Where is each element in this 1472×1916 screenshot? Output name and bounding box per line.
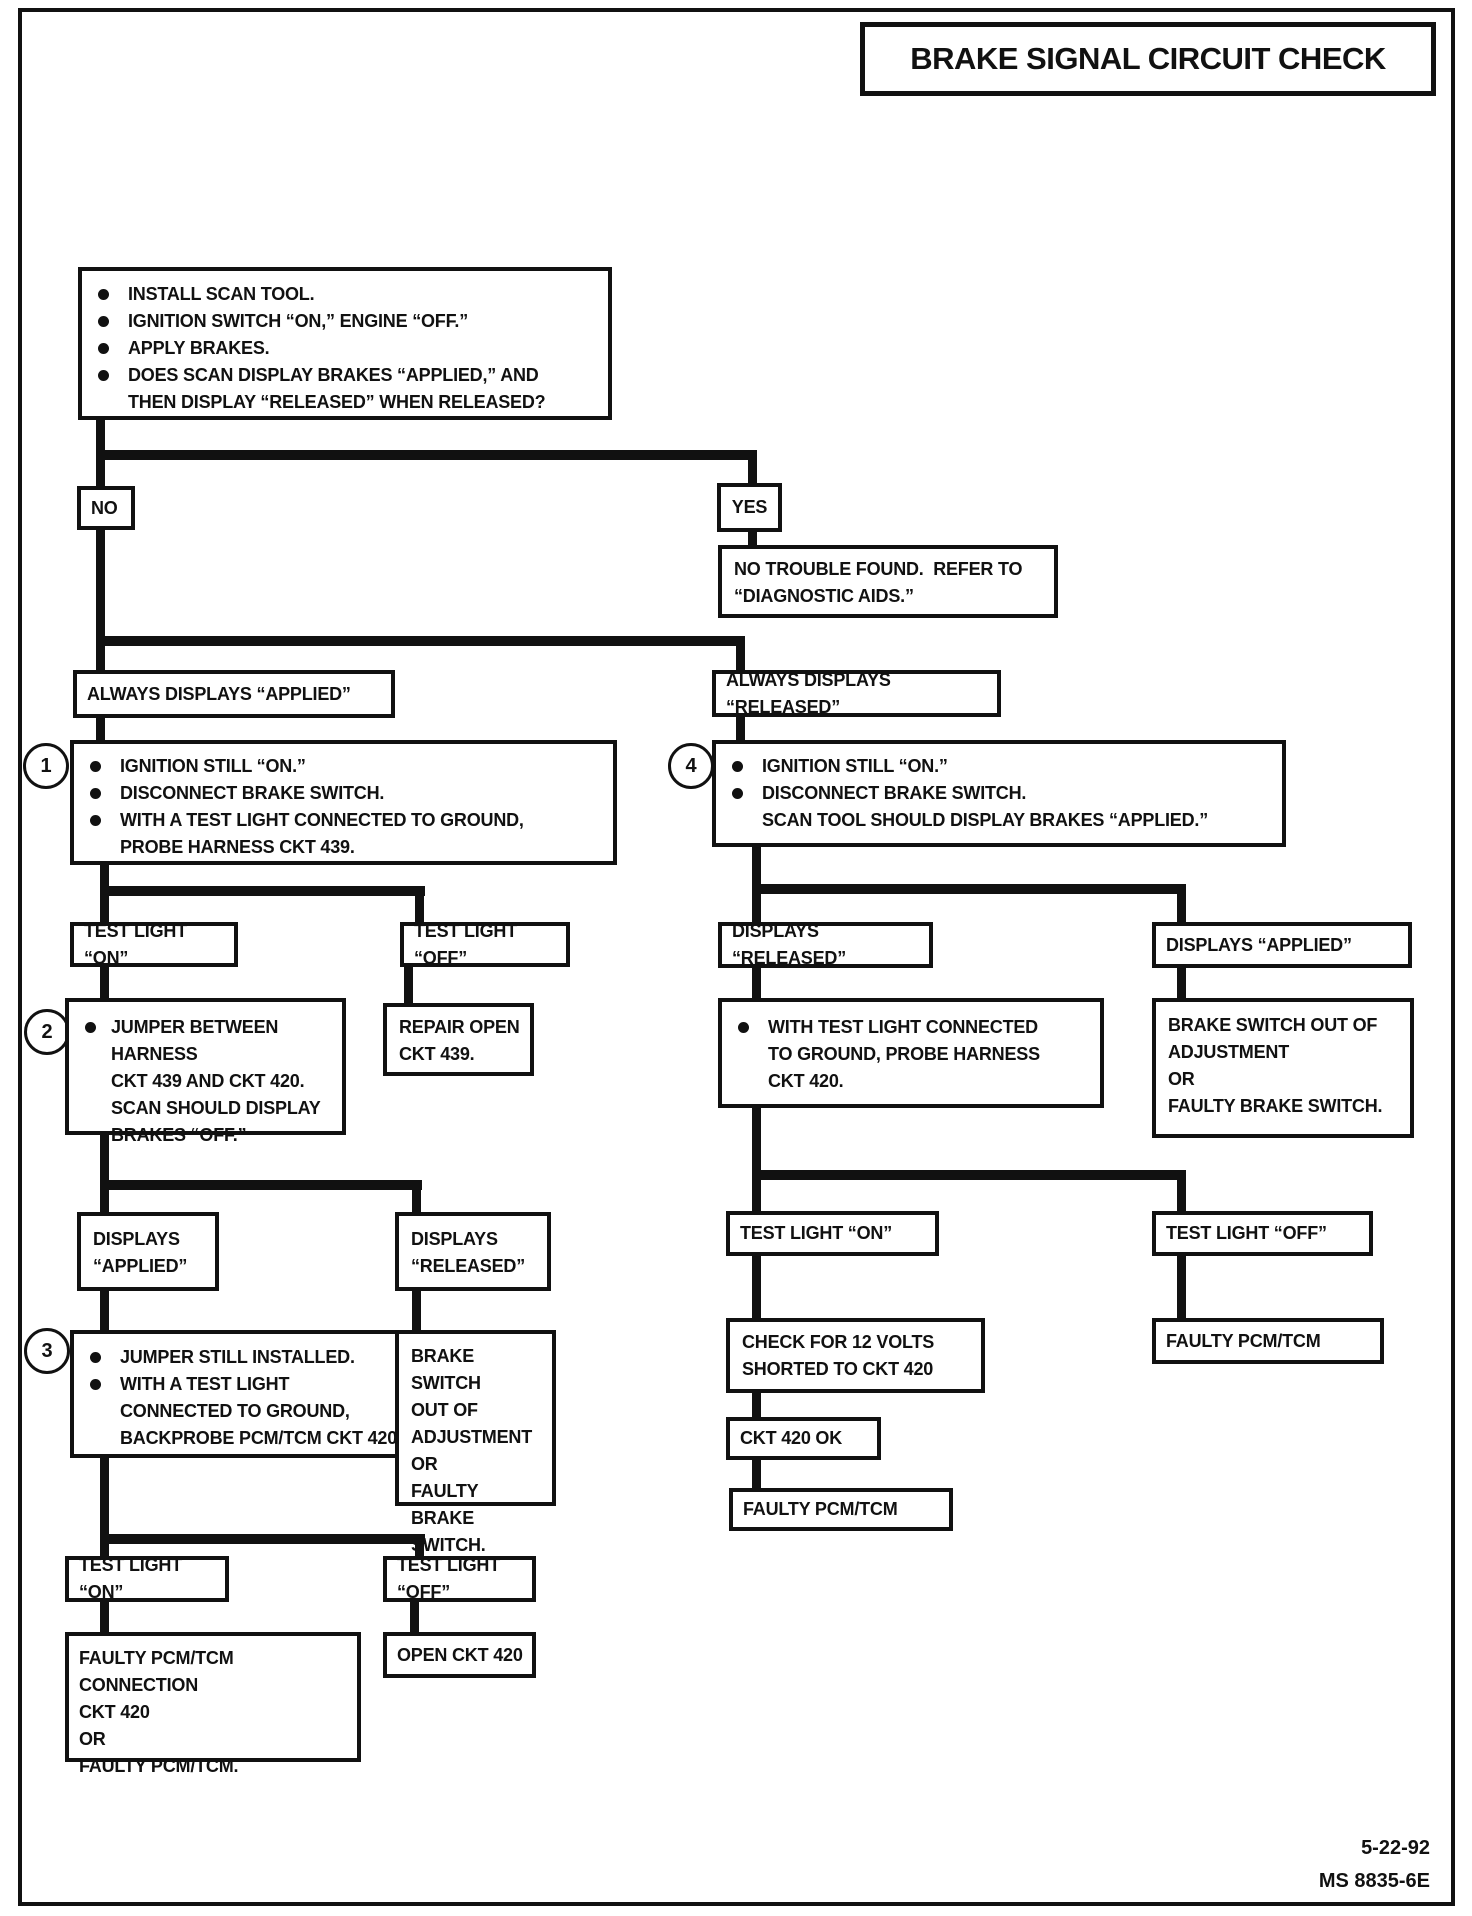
node-brake-switch-left: BRAKE SWITCH OUT OF ADJUSTMENT OR FAULTY… bbox=[395, 1330, 556, 1555]
connector bbox=[415, 1534, 424, 1558]
node-faulty-connection: FAULTY PCM/TCM CONNECTION CKT 420 OR FAU… bbox=[65, 1632, 361, 1776]
connector bbox=[748, 450, 757, 488]
connector bbox=[736, 715, 745, 742]
connector bbox=[752, 966, 761, 1000]
connector bbox=[1177, 1170, 1186, 1213]
connector bbox=[100, 1534, 425, 1544]
connector bbox=[752, 1254, 761, 1320]
footer-date: 5-22-92 bbox=[1361, 1837, 1430, 1859]
node-ckt420-ok: CKT 420 OK bbox=[726, 1417, 881, 1460]
connector bbox=[1177, 1254, 1186, 1320]
node-check-12-volts: CHECK FOR 12 VOLTS SHORTED TO CKT 420 bbox=[726, 1318, 985, 1393]
connector bbox=[736, 636, 745, 672]
connector bbox=[100, 965, 109, 1000]
node-always-released: ALWAYS DISPLAYS “RELEASED” bbox=[712, 670, 1001, 717]
connector bbox=[412, 1180, 421, 1214]
step-number-3: 3 bbox=[24, 1328, 70, 1374]
node-test-light-on-bottom: TEST LIGHT “ON” bbox=[65, 1555, 229, 1602]
connector bbox=[96, 636, 742, 646]
connector bbox=[100, 1132, 109, 1188]
connector bbox=[752, 1106, 761, 1176]
node-yes: YES bbox=[717, 483, 782, 532]
node-faulty-pcm-mid: FAULTY PCM/TCM bbox=[729, 1488, 953, 1531]
connector bbox=[100, 1534, 109, 1558]
node-displays-released-left: DISPLAYS “RELEASED” bbox=[395, 1212, 551, 1291]
step-number-1: 1 bbox=[23, 743, 69, 789]
connector bbox=[752, 1458, 761, 1490]
connector bbox=[100, 886, 425, 896]
step-number-2: 2 bbox=[24, 1009, 70, 1055]
node-displays-applied-right: DISPLAYS “APPLIED” bbox=[1152, 922, 1412, 968]
node-no-trouble: NO TROUBLE FOUND. REFER TO “DIAGNOSTIC A… bbox=[718, 545, 1058, 618]
connector bbox=[415, 886, 424, 924]
chart-title: BRAKE SIGNAL CIRCUIT CHECK bbox=[860, 22, 1436, 96]
connector bbox=[748, 528, 757, 548]
connector bbox=[752, 884, 761, 924]
node-start: INSTALL SCAN TOOL. IGNITION SWITCH “ON,”… bbox=[78, 267, 612, 420]
connector bbox=[752, 884, 1186, 894]
node-test-light-off-bottom: TEST LIGHT “OFF” bbox=[383, 1555, 536, 1602]
connector bbox=[100, 1600, 109, 1634]
connector bbox=[412, 1289, 421, 1332]
node-repair-open: REPAIR OPEN CKT 439. bbox=[383, 1003, 534, 1076]
connector bbox=[404, 965, 413, 1005]
step-number-4: 4 bbox=[668, 743, 714, 789]
footer-doc-id: MS 8835-6E bbox=[1318, 1870, 1430, 1892]
connector bbox=[410, 1600, 419, 1634]
connector bbox=[752, 845, 761, 890]
node-open-ckt420: OPEN CKT 420 bbox=[383, 1632, 536, 1678]
footer-id-block: 5-22-92 MS 8835-6E bbox=[1180, 1832, 1430, 1898]
node-test-light-on-right: TEST LIGHT “ON” bbox=[726, 1211, 939, 1256]
node-probe-ckt420: WITH TEST LIGHT CONNECTED TO GROUND, PRO… bbox=[718, 998, 1104, 1108]
node-displays-applied-left: DISPLAYS “APPLIED” bbox=[77, 1212, 219, 1291]
node-test-light-off-right: TEST LIGHT “OFF” bbox=[1152, 1211, 1373, 1256]
connector bbox=[752, 1391, 761, 1419]
connector bbox=[100, 1180, 109, 1214]
connector bbox=[100, 863, 109, 893]
connector bbox=[100, 1289, 109, 1332]
connector bbox=[100, 886, 109, 924]
node-displays-released-right: DISPLAYS “RELEASED” bbox=[718, 921, 933, 968]
connector bbox=[1177, 966, 1186, 1000]
node-step2-actions: JUMPER BETWEEN HARNESS CKT 439 AND CKT 4… bbox=[65, 998, 346, 1145]
connector bbox=[100, 1456, 109, 1544]
node-always-applied: ALWAYS DISPLAYS “APPLIED” bbox=[73, 670, 395, 718]
node-test-light-on-left: TEST LIGHT “ON” bbox=[70, 921, 238, 968]
node-step4-actions: IGNITION STILL “ON.” DISCONNECT BRAKE SW… bbox=[712, 740, 1286, 847]
node-faulty-pcm-right: FAULTY PCM/TCM bbox=[1152, 1318, 1384, 1364]
connector bbox=[96, 716, 105, 743]
connector bbox=[752, 1170, 761, 1213]
connector bbox=[96, 525, 105, 672]
node-step3-actions: JUMPER STILL INSTALLED. WITH A TEST LIGH… bbox=[70, 1330, 422, 1458]
connector bbox=[96, 450, 757, 460]
node-test-light-off-left: TEST LIGHT “OFF” bbox=[400, 921, 570, 968]
connector bbox=[752, 1170, 1186, 1180]
node-brake-switch-right: BRAKE SWITCH OUT OF ADJUSTMENT OR FAULTY… bbox=[1152, 998, 1414, 1138]
node-step1-actions: IGNITION STILL “ON.” DISCONNECT BRAKE SW… bbox=[70, 740, 617, 865]
connector bbox=[1177, 884, 1186, 924]
connector bbox=[100, 1180, 422, 1190]
node-no: NO bbox=[77, 486, 135, 530]
page-border bbox=[18, 8, 1455, 1906]
